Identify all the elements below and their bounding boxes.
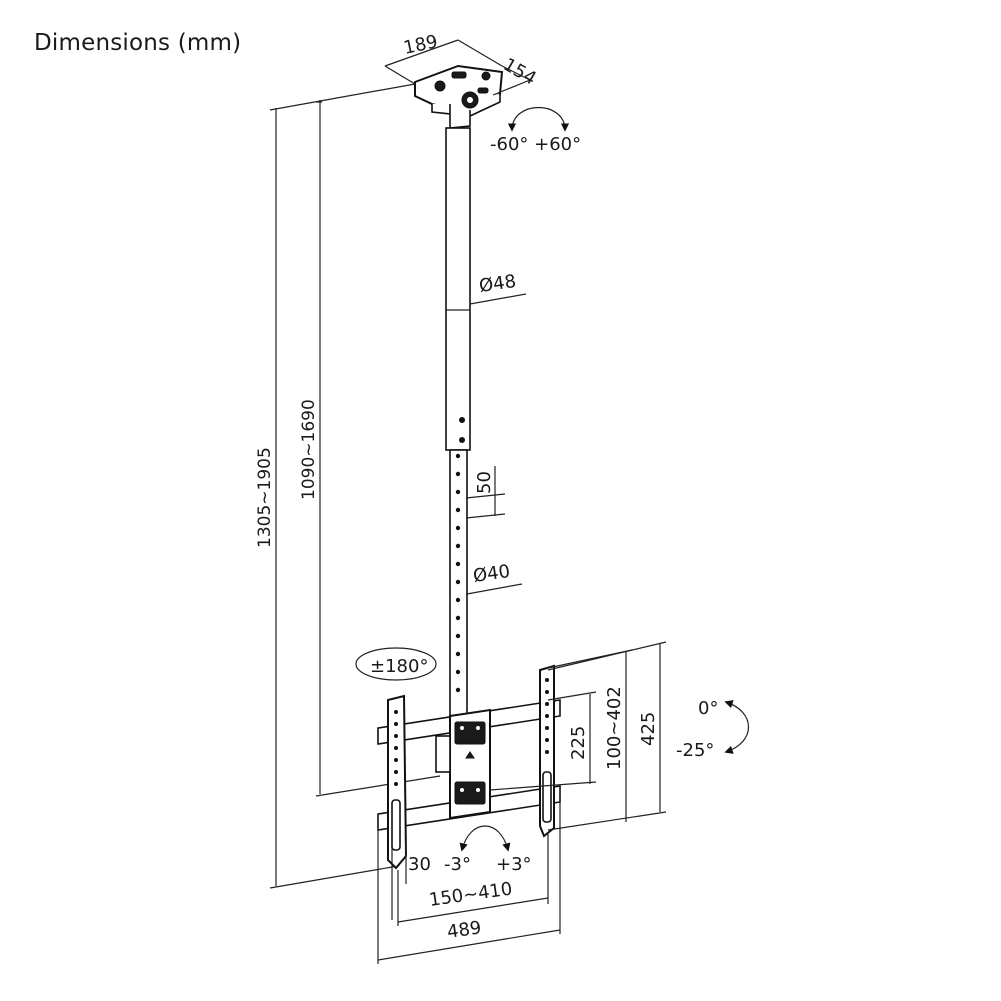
ceiling-plate — [414, 64, 504, 129]
tilt-arrow-icon — [724, 700, 750, 754]
level-arrow-icon — [459, 825, 511, 852]
horizontal-dimension-lines — [377, 800, 561, 964]
plate-dimension-lines — [384, 39, 531, 96]
pole-lower-diameter-label: Ø40 — [472, 561, 512, 587]
pole — [445, 127, 471, 721]
bracket-height-label: 425 — [638, 712, 659, 746]
plate-width-label: 189 — [402, 31, 440, 59]
swivel-arrow-icon — [507, 107, 570, 132]
page-title: Dimensions (mm) — [34, 30, 242, 56]
level-minus-label: -3° — [444, 854, 471, 875]
swivel-label: -60° +60° — [490, 134, 581, 155]
rotation-label: ±180° — [370, 656, 428, 677]
tilt-top-label: 0° — [698, 698, 718, 719]
hole-spacing-label: 50 — [474, 471, 495, 494]
height-inner-label: 1090~1690 — [299, 399, 319, 500]
height-dimension-lines — [269, 83, 441, 889]
vesa-225-label: 225 — [568, 726, 589, 760]
rotation-arrow-icon — [355, 647, 437, 681]
tv-bracket — [377, 664, 561, 870]
height-outer-label: 1305~1905 — [255, 447, 275, 548]
offset-30-label: 30 — [408, 854, 431, 875]
vesa-vertical-label: 100~402 — [604, 686, 625, 770]
tilt-bottom-label: -25° — [676, 740, 714, 761]
level-plus-label: +3° — [496, 854, 532, 875]
bracket-width-label: 489 — [446, 917, 483, 943]
vertical-dimension-lines — [489, 641, 667, 831]
pole-upper-diameter-label: Ø48 — [478, 271, 518, 297]
